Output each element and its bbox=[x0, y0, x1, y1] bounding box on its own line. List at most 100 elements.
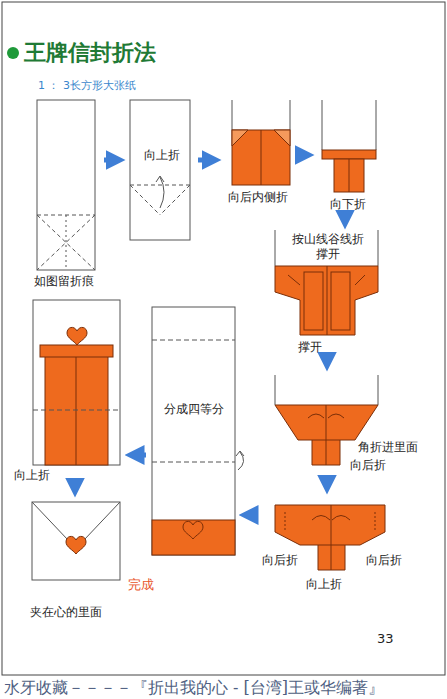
drawing-stroke bbox=[130, 100, 190, 240]
drawing-stroke bbox=[76, 357, 77, 465]
step-caption: 向后折 bbox=[366, 553, 402, 567]
drawing-stroke bbox=[290, 100, 291, 130]
drawing-stroke bbox=[183, 521, 203, 539]
step-panel: 按山线谷线折撑开撑开 bbox=[268, 230, 382, 358]
page-title: 王牌信封折法 bbox=[24, 39, 156, 67]
drawing-stroke bbox=[66, 536, 86, 554]
drawing-stroke bbox=[232, 130, 248, 146]
drawing-stroke bbox=[376, 100, 377, 150]
drawing-stroke bbox=[275, 266, 378, 335]
drawing-stroke bbox=[349, 159, 350, 192]
step-caption: 向上折 bbox=[306, 577, 342, 591]
step-caption: 向上折 bbox=[143, 148, 181, 162]
page-number: 33 bbox=[377, 632, 394, 646]
step-arrow bbox=[325, 484, 330, 487]
step-arrow bbox=[198, 158, 214, 163]
drawing-stroke bbox=[285, 512, 286, 530]
drawing-stroke bbox=[322, 100, 323, 150]
drawing-stroke bbox=[84, 502, 120, 540]
step-arrow bbox=[73, 488, 78, 490]
step-caption: 向上折 bbox=[14, 468, 50, 482]
drawing-stroke bbox=[304, 272, 323, 330]
step-arrow bbox=[343, 216, 348, 222]
step-caption: 向后内侧折 bbox=[228, 190, 288, 204]
drawing-stroke bbox=[152, 340, 235, 341]
step-5-fold bbox=[275, 230, 378, 335]
material-note: 1 ： 3长方形大张纸 bbox=[38, 79, 136, 93]
drawing-stroke bbox=[318, 545, 345, 546]
step-arrow bbox=[325, 360, 330, 364]
step-3-fold bbox=[232, 100, 290, 185]
step-arrow bbox=[132, 453, 146, 458]
step-caption: 撑开 bbox=[298, 340, 322, 354]
step-1-paper bbox=[37, 100, 95, 270]
step-caption: 向后折 bbox=[262, 553, 298, 567]
drawing-stroke bbox=[274, 130, 290, 146]
drawing-stroke bbox=[32, 502, 120, 580]
drawing-stroke bbox=[378, 375, 379, 405]
drawing-stroke bbox=[33, 410, 120, 411]
step-2-paper bbox=[130, 100, 190, 240]
drawing-stroke bbox=[232, 100, 233, 130]
drawing-stroke bbox=[331, 505, 332, 570]
step-panel: 角折进里面向后折 bbox=[268, 372, 428, 482]
page-frame bbox=[2, 2, 445, 675]
step-arrow bbox=[246, 513, 256, 518]
step-10-finished bbox=[32, 502, 120, 580]
drawing-stroke bbox=[160, 185, 190, 215]
drawing-stroke bbox=[40, 345, 113, 357]
title-dot bbox=[7, 47, 19, 59]
drawing-stroke bbox=[275, 375, 276, 405]
drawing-stroke bbox=[355, 275, 365, 285]
drawing-stroke bbox=[33, 300, 120, 465]
step-caption: 按山线谷线折 bbox=[291, 232, 365, 246]
step-caption: 撑开 bbox=[315, 247, 341, 261]
drawing-stroke bbox=[334, 159, 364, 192]
drawing-stroke bbox=[331, 272, 350, 330]
step-caption: 向后折 bbox=[350, 458, 386, 472]
step-caption: 分成四等分 bbox=[163, 402, 225, 416]
drawing-stroke bbox=[152, 520, 235, 555]
step-caption: 如图留折痕 bbox=[34, 274, 94, 288]
drawing-stroke bbox=[261, 130, 262, 185]
drawing-stroke bbox=[130, 185, 190, 186]
step-panel: 向下折 bbox=[315, 98, 383, 214]
step-panel: 分成四等分 bbox=[148, 305, 238, 557]
step-caption: 角折进里面 bbox=[358, 440, 418, 454]
drawing-stroke bbox=[275, 405, 378, 465]
drawing-stroke bbox=[288, 275, 300, 285]
drawing-stroke bbox=[327, 266, 328, 335]
step-panel: 向上折 bbox=[12, 300, 124, 486]
drawing-stroke bbox=[45, 350, 108, 465]
drawing-stroke bbox=[152, 307, 235, 555]
drawing-stroke bbox=[308, 414, 344, 418]
drawing-stroke bbox=[156, 176, 164, 182]
drawing-stroke bbox=[66, 215, 67, 270]
step-panel: 向后内侧折 bbox=[222, 98, 298, 206]
drawing-stroke bbox=[322, 150, 376, 159]
drawing-stroke bbox=[378, 230, 379, 266]
step-8-strip bbox=[152, 307, 244, 555]
step-panel: 向上折 bbox=[126, 98, 196, 246]
step-caption: 向下折 bbox=[330, 197, 366, 211]
drawing-stroke bbox=[232, 130, 290, 185]
drawing-stroke bbox=[37, 215, 95, 270]
step-panel: 向后折向后折向上折 bbox=[258, 495, 408, 597]
watermark: 水牙收藏－－－－『折出我的心 - [台湾]王或华编著』 bbox=[4, 679, 384, 697]
step-9-envelope bbox=[33, 300, 120, 465]
drawing-stroke bbox=[37, 100, 95, 270]
drawing-stroke bbox=[32, 502, 68, 540]
drawing-stroke bbox=[312, 516, 350, 521]
step-caption: 完成 bbox=[128, 578, 154, 592]
drawing-stroke bbox=[275, 230, 276, 266]
drawing-stroke bbox=[130, 185, 160, 215]
drawing-stroke bbox=[326, 405, 327, 465]
step-panel: 完成夹在心的里面 bbox=[28, 498, 158, 623]
drawing-stroke bbox=[152, 462, 235, 463]
step-4-fold bbox=[322, 100, 376, 192]
step-arrow bbox=[104, 158, 118, 163]
